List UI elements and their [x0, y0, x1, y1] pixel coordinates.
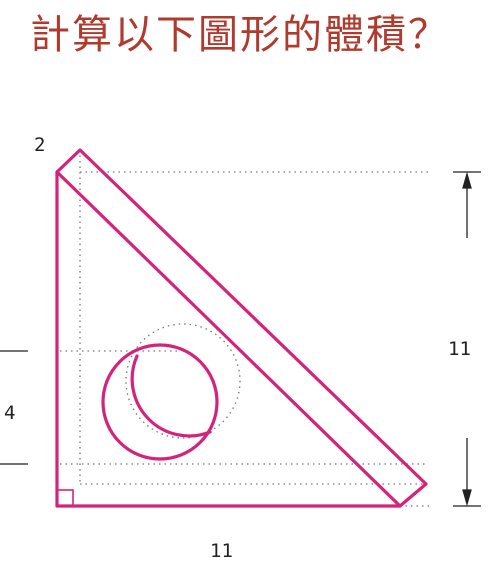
dimension-lines	[0, 171, 481, 507]
top-slant-edges	[55, 148, 428, 508]
hole-inner-arc	[130, 354, 212, 438]
hole-offset-label: 4	[4, 402, 15, 424]
arrow-down-icon	[462, 489, 472, 507]
visible-edges	[55, 148, 428, 508]
hole-back-circle	[125, 323, 241, 439]
base-label: 11	[210, 540, 233, 562]
hole-front-circle	[101, 343, 219, 461]
right-angle-marker	[56, 489, 74, 507]
thickness-label: 2	[34, 134, 45, 156]
height-label: 11	[448, 338, 471, 360]
page-title: 計算以下圖形的體積？	[30, 12, 450, 58]
arrow-up-icon	[462, 171, 472, 189]
hidden-edges	[60, 150, 430, 507]
front-triangle-face	[55, 170, 402, 508]
